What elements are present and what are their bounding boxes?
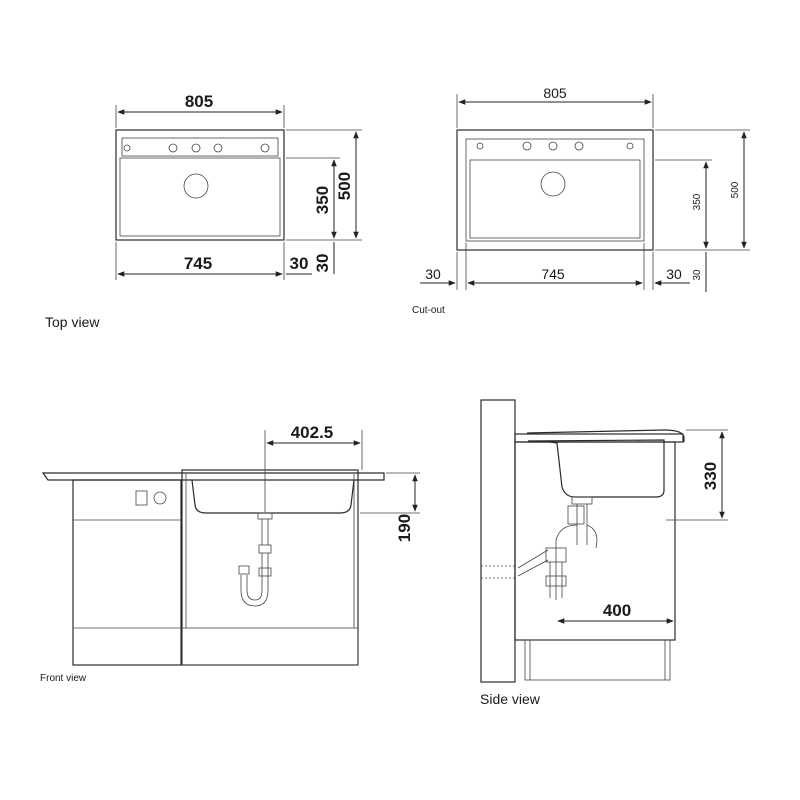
cutout-tap-hole (574, 141, 584, 151)
top-width-label: 805 (185, 92, 213, 111)
cutout-drain (540, 171, 566, 197)
front-view-caption: Front view (40, 673, 87, 684)
front-sink-bowl (191, 479, 355, 514)
cutout-bottom-margin-label: 30 (692, 269, 703, 281)
cutout-basin-depth-label: 350 (692, 193, 703, 210)
front-siphon (238, 512, 273, 607)
cutout-view: 805 30 745 30 500 350 30 Cut-out (412, 85, 750, 316)
top-depth-label: 500 (335, 172, 354, 200)
top-view-tap-hole (260, 143, 270, 153)
top-inner-width-label: 745 (184, 254, 212, 273)
top-view-tap-hole (213, 143, 223, 153)
cutout-width-label: 805 (543, 85, 567, 101)
side-view: 330 400 Side view (480, 399, 728, 707)
cutout-tap-hole (476, 142, 484, 150)
cutout-outer-outline (456, 129, 654, 251)
front-sink-cabinet (181, 469, 359, 666)
cutout-caption: Cut-out (412, 305, 445, 316)
side-height-label: 330 (701, 462, 720, 490)
top-view-tap-hole (123, 144, 131, 152)
top-view-basin (119, 157, 281, 237)
front-bowl-depth-label: 190 (395, 514, 414, 542)
cutout-depth-label: 500 (730, 181, 741, 198)
front-cabinet-drawer (181, 627, 359, 666)
side-wall (480, 399, 516, 683)
side-sink-profile (526, 429, 685, 498)
front-switch-icon (135, 490, 148, 506)
front-button-icon (153, 491, 167, 505)
top-view-tap-ledge (121, 137, 279, 157)
top-bottom-margin-label: 30 (313, 254, 332, 273)
top-view-tap-hole (168, 143, 178, 153)
cutout-tap-hole (626, 142, 634, 150)
top-view-sink-outline (115, 129, 285, 241)
front-worktop (41, 472, 385, 481)
front-drain-offset-label: 402.5 (291, 423, 334, 442)
cutout-tap-hole (522, 141, 532, 151)
cutout-right-margin-label: 30 (666, 266, 682, 282)
side-view-caption: Side view (480, 691, 541, 707)
side-cabinet (514, 441, 676, 641)
cutout-inner-width-label: 745 (541, 266, 565, 282)
front-view: 402.5 190 Front view (40, 423, 420, 684)
cutout-left-margin-label: 30 (425, 266, 441, 282)
side-drain-distance-label: 400 (603, 601, 631, 620)
front-dishwasher-cabinet (72, 479, 182, 666)
side-plinth (524, 639, 671, 681)
cutout-tap-hole (548, 141, 558, 151)
side-siphon (517, 496, 598, 600)
top-right-margin-label: 30 (290, 254, 309, 273)
top-view: 805 745 30 500 350 30 Top view (45, 92, 362, 330)
top-view-drain (183, 173, 209, 199)
cutout-inner-outline (465, 138, 645, 242)
cutout-basin (469, 159, 641, 239)
top-basin-depth-label: 350 (313, 186, 332, 214)
top-view-tap-hole (191, 143, 201, 153)
top-view-caption: Top view (45, 314, 100, 330)
